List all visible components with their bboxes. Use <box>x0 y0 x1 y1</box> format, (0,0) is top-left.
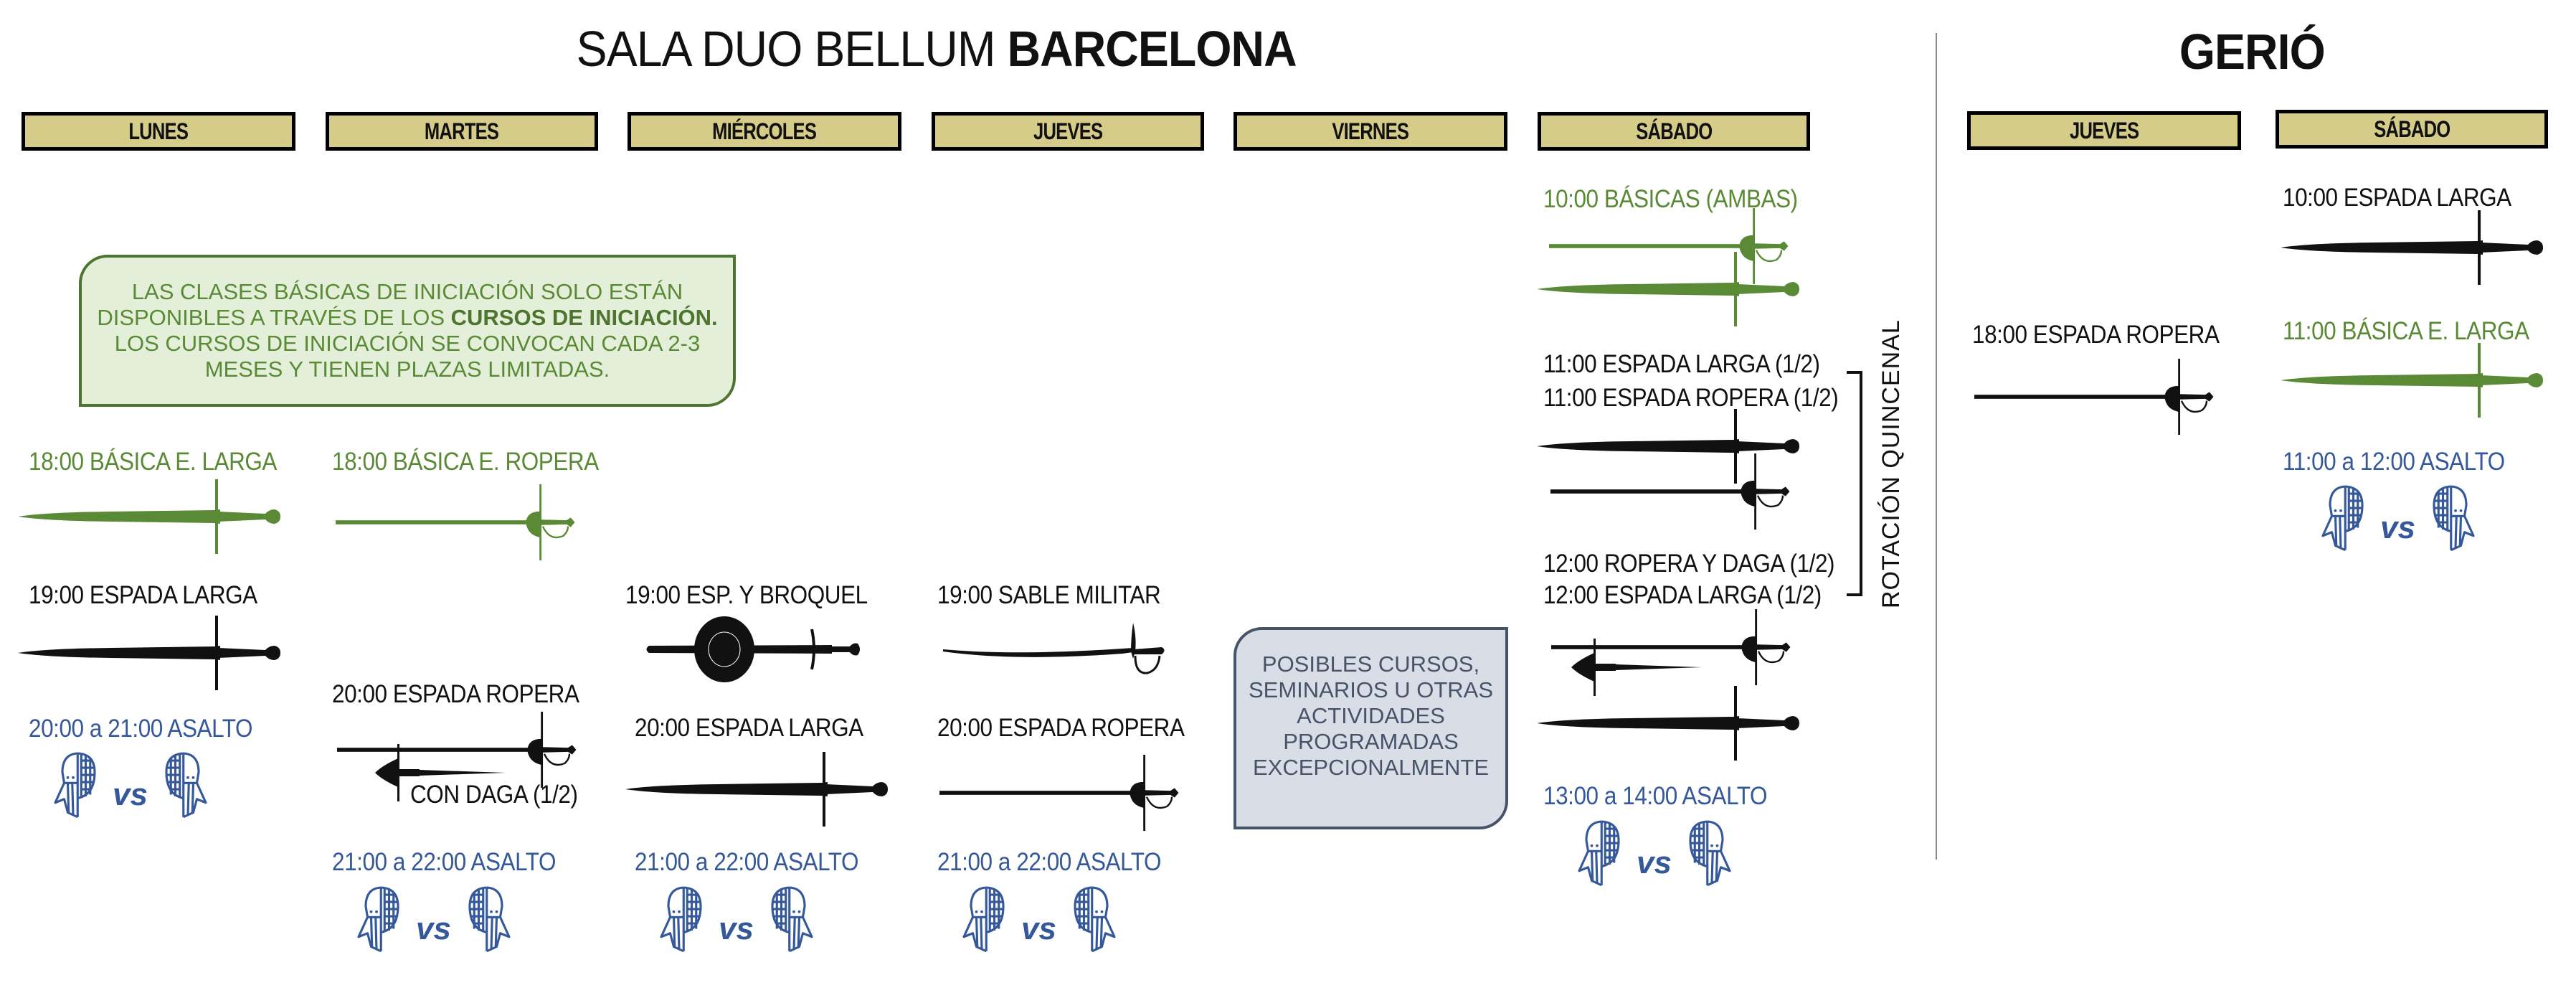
vs-icon: vs <box>719 911 754 946</box>
fencing-mask-icon <box>357 884 403 956</box>
fencing-mask-icon <box>1685 818 1731 890</box>
vs-icon: vs <box>2380 510 2415 545</box>
class-label: 12:00 ESPADA LARGA (1/2) <box>1543 581 1822 609</box>
longsword-icon <box>1537 680 1809 766</box>
class-label: 20:00 ESPADA ROPERA <box>332 680 579 708</box>
class-label: 19:00 ESPADA LARGA <box>29 581 257 609</box>
fencing-mask-icon <box>2429 483 2475 555</box>
vs-icon: vs <box>1637 845 1672 880</box>
class-label: 11:00 ESPADA LARGA (1/2) <box>1543 350 1820 378</box>
assault-icon: vs <box>962 884 1135 956</box>
class-label: 18:00 BÁSICA E. ROPERA <box>332 448 599 476</box>
day-header-miercoles: MIÉRCOLES <box>628 112 901 151</box>
longsword-icon <box>18 610 290 696</box>
rapier-icon <box>1550 448 1809 535</box>
rotation-bracket <box>1847 371 1862 596</box>
fencing-mask-icon <box>161 750 207 822</box>
fencing-mask-icon <box>1070 884 1116 956</box>
assault-icon: vs <box>660 884 832 956</box>
day-header-sabado: SÁBADO <box>1538 112 1810 151</box>
class-sublabel: CON DAGA (1/2) <box>410 781 578 809</box>
assault-label: 13:00 a 14:00 ASALTO <box>1543 782 1768 810</box>
longsword-icon <box>18 474 290 560</box>
assault-icon: vs <box>2321 483 2494 555</box>
class-label: 19:00 SABLE MILITAR <box>937 581 1161 609</box>
fencing-mask-icon <box>660 884 706 956</box>
rapier-icon <box>939 750 1198 836</box>
class-label: 11:00 ESPADA ROPERA (1/2) <box>1543 384 1839 412</box>
title-prefix: SALA DUO BELLUM <box>576 21 996 77</box>
rapier-icon <box>336 479 594 565</box>
assault-label: 21:00 a 22:00 ASALTO <box>332 848 557 876</box>
vs-icon: vs <box>1021 911 1056 946</box>
class-label: 10:00 BÁSICAS (AMBAS) <box>1543 185 1798 213</box>
longsword-icon <box>2281 337 2553 423</box>
assault-icon: vs <box>1578 818 1750 890</box>
class-label: 11:00 BÁSICA E. LARGA <box>2283 317 2529 345</box>
assault-label: 20:00 a 21:00 ASALTO <box>29 715 253 743</box>
assault-icon: vs <box>357 884 529 956</box>
fencing-mask-icon <box>1578 818 1624 890</box>
longsword-icon <box>1537 246 1809 332</box>
class-label: 19:00 ESP. Y BROQUEL <box>625 581 868 609</box>
class-label: 18:00 ESPADA ROPERA <box>1972 321 2220 349</box>
rapier-icon <box>1974 354 2232 440</box>
assault-label: 11:00 a 12:00 ASALTO <box>2283 448 2505 476</box>
vs-icon: vs <box>416 911 451 946</box>
fencing-mask-icon <box>465 884 511 956</box>
assault-icon: vs <box>54 750 226 822</box>
class-label: 18:00 BÁSICA E. LARGA <box>29 448 277 476</box>
sabre-icon <box>943 608 1201 695</box>
fencing-mask-icon <box>962 884 1008 956</box>
assault-label: 21:00 a 22:00 ASALTO <box>937 848 1162 876</box>
longsword-icon <box>2281 204 2553 291</box>
page-title: SALA DUO BELLUM BARCELONA <box>577 20 1297 77</box>
title-city: BARCELONA <box>1007 21 1297 77</box>
day-header-lunes: LUNES <box>22 112 295 151</box>
fencing-mask-icon <box>2321 483 2367 555</box>
class-label: 12:00 ROPERA Y DAGA (1/2) <box>1543 550 1835 578</box>
vs-icon: vs <box>113 777 148 812</box>
assault-label: 21:00 a 22:00 ASALTO <box>635 848 859 876</box>
gerio-title: GERIÓ <box>2179 24 2326 80</box>
gerio-day-header-jueves: JUEVES <box>1967 111 2241 150</box>
class-label: 20:00 ESPADA ROPERA <box>937 714 1185 742</box>
gerio-day-header-sabado: SÁBADO <box>2276 110 2548 149</box>
day-header-martes: MARTES <box>326 112 598 151</box>
sword-and-buckler-icon <box>638 606 896 692</box>
fencing-mask-icon <box>767 884 813 956</box>
location-divider <box>1936 33 1937 860</box>
class-label: 20:00 ESPADA LARGA <box>635 714 863 742</box>
special-activities-note: POSIBLES CURSOS, SEMINARIOS U OTRAS ACTI… <box>1233 627 1508 829</box>
rotation-label: ROTACIÓN QUINCENAL <box>1877 319 1905 608</box>
fencing-mask-icon <box>54 750 100 822</box>
initiation-courses-note: LAS CLASES BÁSICAS DE INICIACIÓN SOLO ES… <box>79 255 736 407</box>
day-header-jueves: JUEVES <box>932 112 1204 151</box>
class-label: 10:00 ESPADA LARGA <box>2283 184 2511 212</box>
longsword-icon <box>625 746 898 832</box>
day-header-viernes: VIERNES <box>1233 112 1507 151</box>
